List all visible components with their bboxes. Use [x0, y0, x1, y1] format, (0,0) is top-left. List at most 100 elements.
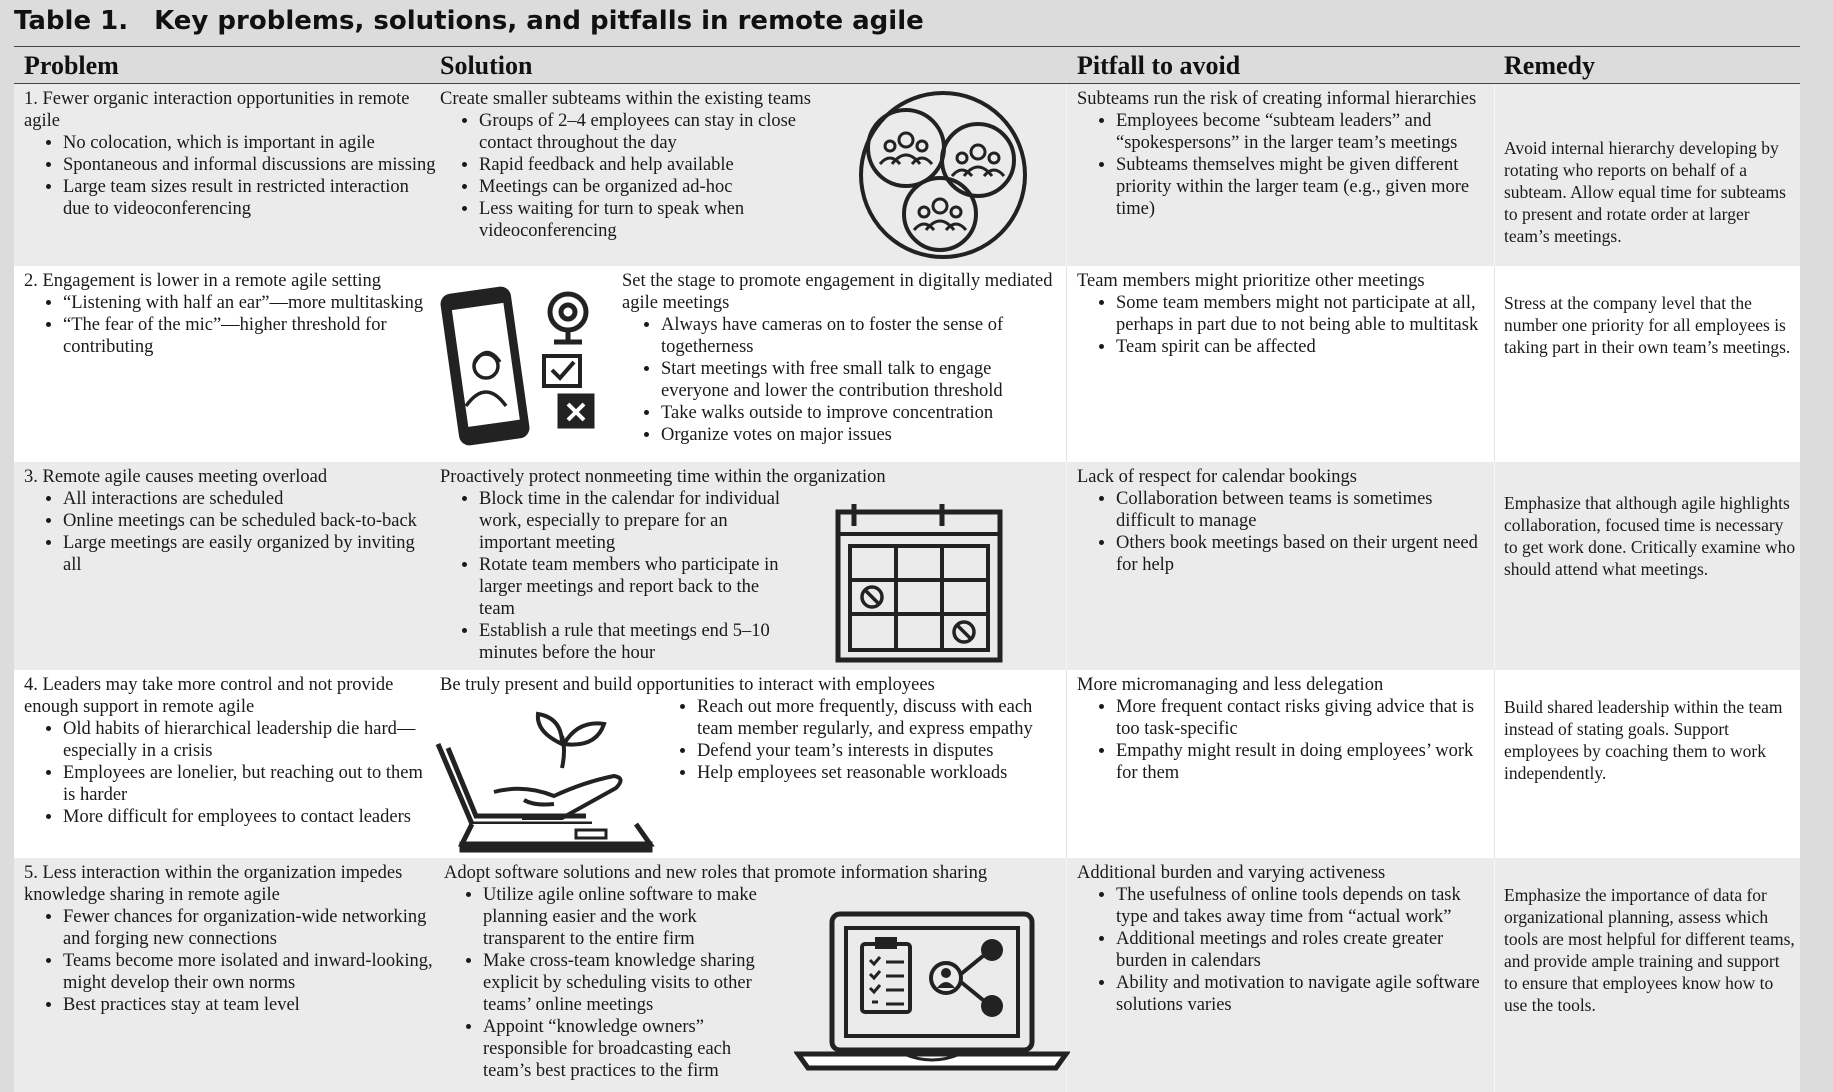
list-item: Start meetings with free small talk to e…: [661, 358, 1062, 402]
problem-lead: 5. Less interaction within the organizat…: [24, 863, 403, 905]
list-item: More frequent contact risks giving advic…: [1116, 696, 1492, 740]
list-item: Block time in the calendar for individua…: [479, 488, 799, 554]
remedy-cell: Build shared leadership within the team …: [1504, 697, 1783, 783]
list-item: Employees are lonelier, but reaching out…: [63, 762, 439, 806]
list-item: Collaboration between teams is sometimes…: [1116, 488, 1492, 532]
header-solution: Solution: [440, 51, 533, 80]
list-item: Take walks outside to improve concentrat…: [661, 402, 1062, 424]
pitfall-cell: Additional burden and varying activeness…: [1077, 862, 1492, 1016]
column-divider: [1494, 462, 1495, 670]
header-pitfall: Pitfall to avoid: [1077, 51, 1241, 80]
list-item: All interactions are scheduled: [63, 488, 434, 510]
solution-lead: Create smaller subteams within the exist…: [440, 89, 811, 109]
list-item: Ability and motivation to navigate agile…: [1116, 972, 1492, 1016]
list-item: Always have cameras on to foster the sen…: [661, 314, 1062, 358]
problem-lead: 1. Fewer organic interaction opportuniti…: [24, 89, 410, 131]
list-item: Subteams themselves might be given diffe…: [1116, 154, 1492, 220]
list-item: No colocation, which is important in agi…: [63, 132, 439, 154]
column-divider: [1066, 266, 1067, 462]
list-item: “Listening with half an ear”—more multit…: [63, 292, 434, 314]
pitfall-lead: Team members might prioritize other meet…: [1077, 271, 1425, 291]
list-item: Employees become “subteam leaders” and “…: [1116, 110, 1492, 154]
solution-cell: Proactively protect nonmeeting time with…: [440, 466, 1040, 664]
list-item: Reach out more frequently, discuss with …: [697, 696, 1067, 740]
list-item: The usefulness of online tools depends o…: [1116, 884, 1492, 928]
pitfall-cell: More micromanaging and less delegation M…: [1077, 674, 1492, 784]
problem-lead: 3. Remote agile causes meeting overload: [24, 467, 328, 487]
column-divider: [1066, 670, 1067, 858]
calendar-blocked-icon: [834, 494, 1004, 664]
header-problem: Problem: [24, 51, 119, 80]
column-divider: [1066, 462, 1067, 670]
table-row: 2. Engagement is lower in a remote agile…: [14, 266, 1800, 462]
list-item: Less waiting for turn to speak when vide…: [479, 198, 809, 242]
solution-lead: Be truly present and build opportunities…: [440, 675, 935, 695]
remedy-cell: Avoid internal hierarchy developing by r…: [1504, 138, 1786, 246]
problem-bullets: Fewer chances for organization-wide netw…: [24, 906, 434, 1016]
column-divider: [1066, 84, 1067, 266]
problem-lead: 4. Leaders may take more control and not…: [24, 675, 394, 717]
solution-bullets: Utilize agile online software to make pl…: [444, 884, 783, 1082]
list-item: Others book meetings based on their urge…: [1116, 532, 1492, 576]
header-remedy: Remedy: [1504, 51, 1595, 80]
pitfall-lead: More micromanaging and less delegation: [1077, 675, 1384, 695]
problem-cell: 5. Less interaction within the organizat…: [24, 862, 434, 1016]
list-item: Large team sizes result in restricted in…: [63, 176, 439, 220]
solution-cell: Set the stage to promote engagement in d…: [622, 270, 1062, 446]
column-divider: [1494, 266, 1495, 462]
list-item: Help employees set reasonable workloads: [697, 762, 1067, 784]
remedy-cell: Stress at the company level that the num…: [1504, 293, 1791, 357]
problem-cell: 2. Engagement is lower in a remote agile…: [24, 270, 434, 358]
table-caption: Table 1. Key problems, solutions, and pit…: [14, 6, 924, 36]
remedy-cell: Emphasize the importance of data for org…: [1504, 885, 1795, 1015]
pitfall-cell: Lack of respect for calendar bookings Co…: [1077, 466, 1492, 576]
list-item: Spontaneous and informal discussions are…: [63, 154, 439, 176]
list-item: Large meetings are easily organized by i…: [63, 532, 434, 576]
list-item: Make cross-team knowledge sharing explic…: [483, 950, 783, 1016]
laptop-hand-plant-icon: [434, 704, 656, 854]
pitfall-lead: Subteams run the risk of creating inform…: [1077, 89, 1477, 109]
pitfall-bullets: Some team members might not participate …: [1077, 292, 1492, 358]
pitfall-lead: Lack of respect for calendar bookings: [1077, 467, 1357, 487]
table-row: 3. Remote agile causes meeting overload …: [14, 462, 1800, 670]
problem-cell: 4. Leaders may take more control and not…: [24, 674, 439, 828]
problem-bullets: All interactions are scheduled Online me…: [24, 488, 434, 576]
solution-bullets: Block time in the calendar for individua…: [440, 488, 799, 664]
list-item: Empathy might result in doing employees’…: [1116, 740, 1492, 784]
column-divider: [1494, 858, 1495, 1092]
list-item: Additional meetings and roles create gre…: [1116, 928, 1492, 972]
pitfall-bullets: Employees become “subteam leaders” and “…: [1077, 110, 1492, 220]
table-number: Table 1.: [14, 6, 129, 36]
list-item: Appoint “knowledge owners” responsible f…: [483, 1016, 783, 1082]
table-title: Key problems, solutions, and pitfalls in…: [154, 6, 924, 36]
phone-webcam-icon: [440, 284, 614, 452]
pitfall-bullets: More frequent contact risks giving advic…: [1077, 696, 1492, 784]
solution-lead: Set the stage to promote engagement in d…: [622, 271, 1053, 313]
column-divider: [1494, 670, 1495, 858]
list-item: Rapid feedback and help available: [479, 154, 809, 176]
list-item: Some team members might not participate …: [1116, 292, 1492, 336]
column-divider: [1494, 84, 1495, 266]
list-item: More difficult for employees to contact …: [63, 806, 439, 828]
list-item: Best practices stay at team level: [63, 994, 434, 1016]
list-item: Groups of 2–4 employees can stay in clos…: [479, 110, 809, 154]
list-item: Rotate team members who participate in l…: [479, 554, 799, 620]
problem-bullets: “Listening with half an ear”—more multit…: [24, 292, 434, 358]
laptop-share-checklist-icon: [794, 908, 1070, 1074]
solution-cell: Create smaller subteams within the exist…: [440, 88, 880, 242]
pitfall-bullets: Collaboration between teams is sometimes…: [1077, 488, 1492, 576]
list-item: Meetings can be organized ad-hoc: [479, 176, 809, 198]
top-rule: [14, 46, 1800, 47]
list-item: Organize votes on major issues: [661, 424, 1062, 446]
list-item: Establish a rule that meetings end 5–10 …: [479, 620, 799, 664]
list-item: Online meetings can be scheduled back-to…: [63, 510, 434, 532]
table-header: Problem Solution Pitfall to avoid Remedy: [14, 47, 1800, 84]
list-item: “The fear of the mic”—higher threshold f…: [63, 314, 434, 358]
table-row: 1. Fewer organic interaction opportuniti…: [14, 84, 1800, 266]
solution-cell: Adopt software solutions and new roles t…: [444, 862, 1064, 1082]
pitfall-bullets: The usefulness of online tools depends o…: [1077, 884, 1492, 1016]
solution-bullets: Groups of 2–4 employees can stay in clos…: [440, 110, 809, 242]
column-divider: [1066, 858, 1067, 1092]
subteams-groups-icon: [856, 90, 1030, 260]
